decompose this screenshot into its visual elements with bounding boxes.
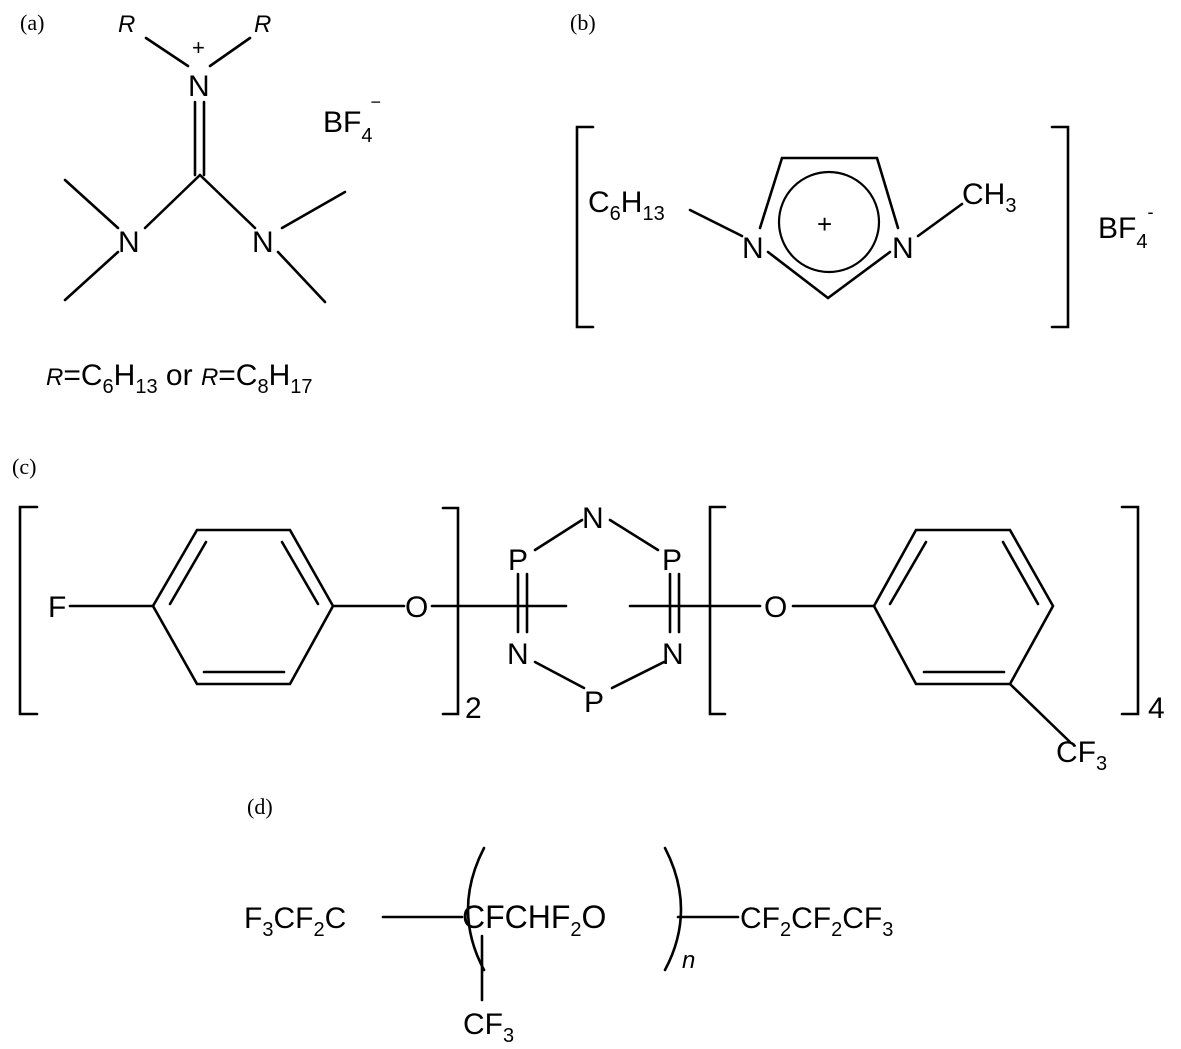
bracket-left-c1 <box>18 505 39 716</box>
bond-methyl-1 <box>63 178 120 230</box>
bond-methyl-n <box>916 202 964 238</box>
cf3-group-c: CF3 <box>1056 736 1107 775</box>
imidazolium-ring-top <box>758 156 900 230</box>
fluorophenyl-ring <box>151 528 335 686</box>
panel-b-imidazolium: (b) C6H13 + N N CH3 BF4- <box>570 10 1153 329</box>
bond-n-p-right <box>608 518 660 552</box>
atom-n-right-c: N <box>662 638 684 671</box>
ring2-inner-b <box>1001 540 1040 606</box>
bond-n-p-left <box>533 518 584 552</box>
atom-n-left-c: N <box>507 638 529 671</box>
positive-charge: + <box>192 35 205 60</box>
count-right: 4 <box>1148 692 1165 725</box>
left-end-group: F3CF2C <box>244 902 346 941</box>
bond-ring-cf3 <box>1008 682 1072 744</box>
atom-o-left: O <box>405 591 428 624</box>
atom-n-b-right: N <box>892 232 914 265</box>
panel-a-label: (a) <box>20 10 44 35</box>
r-group-right: R <box>254 11 271 38</box>
r-group-left: R <box>118 11 135 38</box>
panel-c-label: (c) <box>12 454 36 479</box>
panel-d-perfluoropolyether: (d) F3CF2C CFCHF2O n CF2CF2CF3 CF3 <box>244 794 893 1047</box>
bond-methyl-2 <box>63 250 120 302</box>
bond-n-p-bottom-left <box>533 660 586 690</box>
ring2-inner-a <box>888 540 928 606</box>
methyl-group: CH3 <box>962 178 1016 217</box>
bracket-right-c2 <box>1120 505 1140 716</box>
panel-c-phosphazene: (c) 2 F O N P P N N P O <box>12 454 1165 775</box>
pendant-cf3: CF3 <box>463 1008 514 1047</box>
right-end-group: CF2CF2CF3 <box>740 902 893 941</box>
atom-o-right: O <box>764 591 787 624</box>
ring-charge: + <box>817 209 832 239</box>
bracket-right-c1 <box>441 506 460 716</box>
paren-left <box>466 846 486 972</box>
anion-bf4-b: BF4- <box>1098 202 1153 253</box>
panel-a-guanidinium: (a) R R + N N N BF4− R=C6H13 or R=C8H17 <box>20 10 381 398</box>
r-group-definition: R=C6H13 or R=C8H17 <box>46 359 313 398</box>
bond-hexyl-n <box>688 208 744 238</box>
repeat-unit: CFCHF2O <box>462 899 606 941</box>
atom-n-imine: N <box>188 70 210 103</box>
hexyl-group: C6H13 <box>588 186 665 225</box>
panel-d-label: (d) <box>247 794 273 819</box>
trifluoromethylphenyl-ring <box>872 528 1055 686</box>
bond-r-right <box>208 36 252 68</box>
ring1-inner-b <box>280 540 320 606</box>
atom-n-left: N <box>118 226 140 259</box>
paren-right <box>663 846 683 972</box>
panel-b-label: (b) <box>570 10 596 35</box>
bond-c-n-left <box>143 173 202 230</box>
atom-n-right: N <box>252 226 274 259</box>
bond-methyl-3 <box>280 190 347 230</box>
bracket-right-b <box>1050 125 1070 329</box>
bond-n-p-bottom-right <box>610 660 666 690</box>
repeat-count-n: n <box>682 947 695 974</box>
atom-n-top: N <box>582 502 604 535</box>
count-left: 2 <box>465 692 482 725</box>
atom-p-bottom: P <box>584 686 604 719</box>
bracket-left-b <box>575 125 595 329</box>
bond-c-n-right <box>198 173 257 230</box>
anion-bf4-a: BF4− <box>323 92 381 147</box>
ring1-inner-a <box>168 540 208 606</box>
bracket-left-c2 <box>708 505 727 716</box>
imidazolium-ring-bottom <box>766 250 892 300</box>
aromatic-circle <box>777 170 881 274</box>
bond-methyl-4 <box>276 250 327 304</box>
atom-p-left: P <box>508 544 528 577</box>
atom-fluorine: F <box>48 591 66 624</box>
atom-n-b-left: N <box>742 232 764 265</box>
bond-r-left <box>144 36 190 68</box>
atom-p-right: P <box>662 544 682 577</box>
